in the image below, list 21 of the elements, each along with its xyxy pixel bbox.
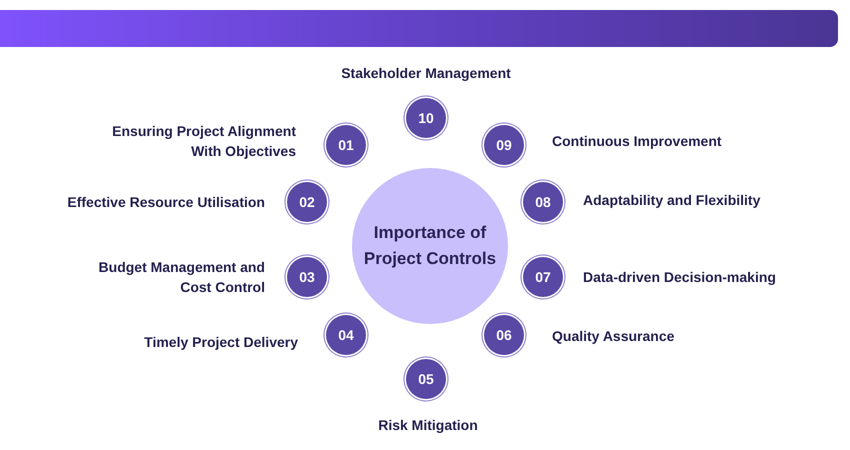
number-circle: 05 xyxy=(406,359,446,399)
point-label: Adaptability and Flexibility xyxy=(583,191,760,210)
topic-circle: Importance of Project Controls xyxy=(352,168,508,324)
point-label: Effective Resource Utilisation xyxy=(67,193,265,212)
point-label: Ensuring Project Alignment With Objectives xyxy=(111,122,296,161)
number-circle: 07 xyxy=(523,257,563,297)
number-circle: 08 xyxy=(523,182,563,222)
number-circle: 06 xyxy=(484,315,524,355)
point-label: Budget Management and Cost Control xyxy=(98,258,265,297)
number-circle: 04 xyxy=(326,315,366,355)
number-circle: 01 xyxy=(326,125,366,165)
point-label: Continuous Improvement xyxy=(552,132,722,151)
point-label: Quality Assurance xyxy=(552,327,674,346)
point-label: Risk Mitigation xyxy=(378,416,478,435)
number-circle: 03 xyxy=(287,257,327,297)
point-label: Timely Project Delivery xyxy=(144,333,298,352)
number-circle: 09 xyxy=(484,125,524,165)
point-label: Data-driven Decision-making xyxy=(583,268,776,287)
number-circle: 10 xyxy=(406,98,446,138)
number-circle: 02 xyxy=(287,182,327,222)
point-label: Stakeholder Management xyxy=(341,64,511,83)
